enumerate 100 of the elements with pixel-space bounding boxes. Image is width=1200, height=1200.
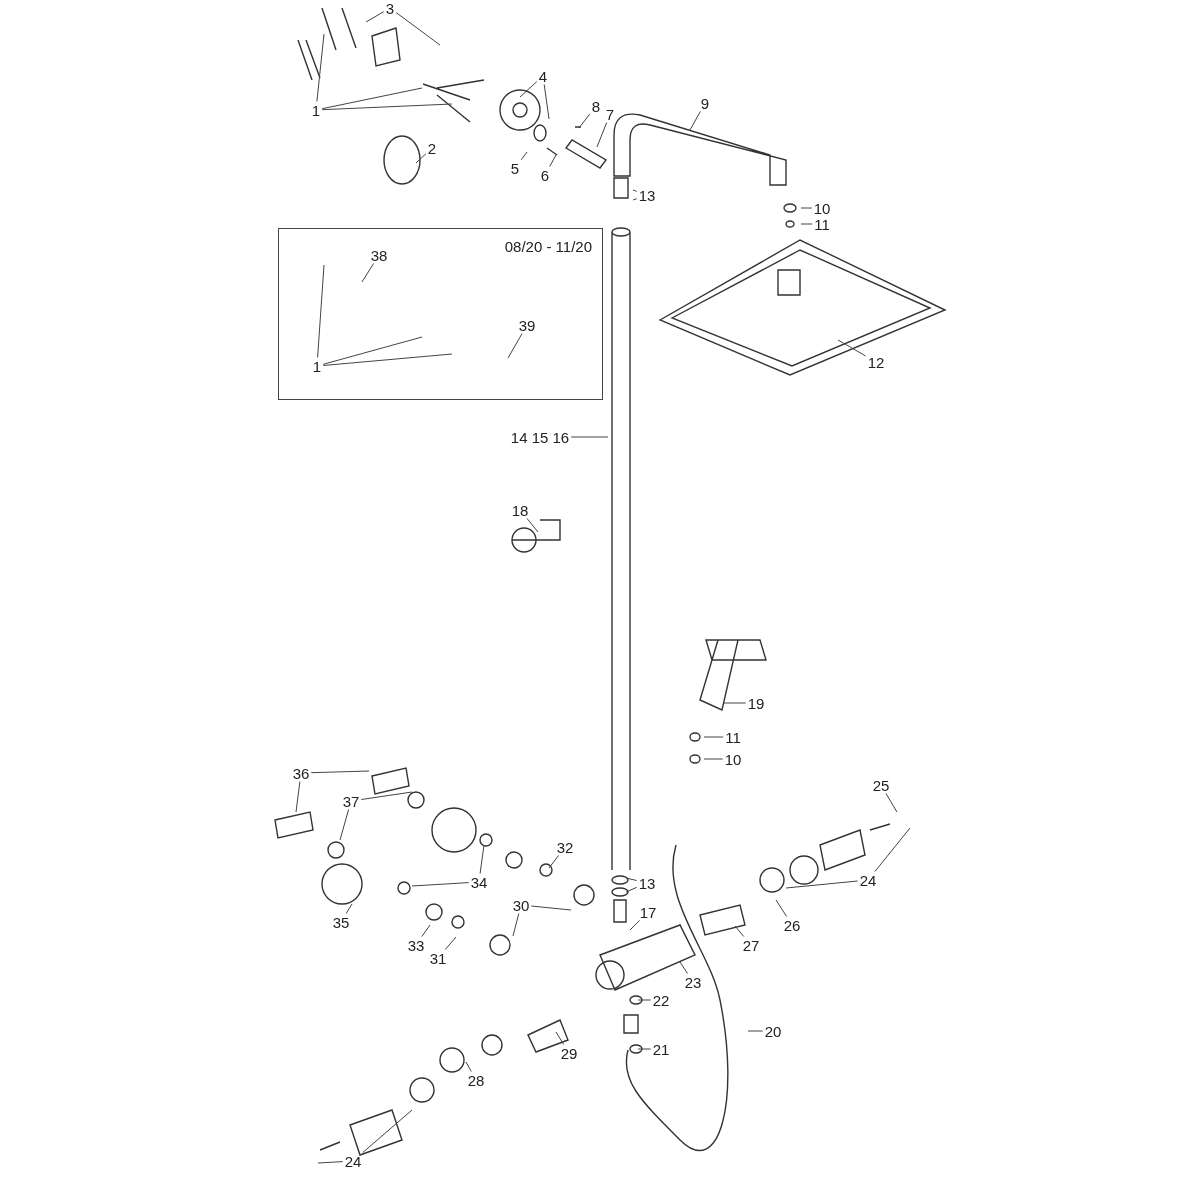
leader-line — [520, 151, 528, 161]
leader-line — [317, 1161, 344, 1164]
leader-line — [734, 925, 745, 937]
callout-number: 1 — [311, 358, 323, 374]
leader-line — [679, 961, 688, 974]
callout-number: 14 15 16 — [509, 429, 571, 445]
callout-number: 34 — [469, 874, 489, 890]
callout-number: 38 — [369, 247, 389, 263]
leader-line — [395, 12, 441, 46]
leader-line — [578, 113, 591, 129]
callout-number: 29 — [559, 1045, 579, 1061]
date-range-label: 08/20 - 11/20 — [504, 239, 592, 254]
leader-line — [512, 913, 520, 937]
callout-number: 33 — [406, 937, 426, 953]
leader-line — [316, 33, 325, 102]
callout-number: 4 — [537, 68, 549, 84]
callout-number: 7 — [604, 106, 616, 122]
callout-number: 26 — [782, 917, 802, 933]
callout-number: 24 — [343, 1153, 363, 1169]
callout-number: 13 — [637, 187, 657, 203]
callout-number: 2 — [426, 140, 438, 156]
leader-line — [874, 827, 911, 872]
leader-line — [365, 11, 385, 23]
leader-line — [415, 153, 427, 164]
leader-line — [785, 880, 859, 889]
callout-number: 1 — [310, 102, 322, 118]
leader-line — [703, 758, 724, 760]
leader-line — [465, 1061, 472, 1072]
callout-number: 10 — [723, 751, 743, 767]
callout-number: 19 — [746, 695, 766, 711]
callout-number: 37 — [341, 793, 361, 809]
leader-line — [479, 844, 485, 874]
leader-line — [362, 1109, 413, 1153]
leader-line — [632, 198, 638, 201]
leader-line — [322, 353, 453, 366]
callout-number: 6 — [539, 167, 551, 183]
leader-line — [421, 924, 431, 937]
leader-line — [570, 436, 609, 438]
leader-line — [310, 770, 370, 774]
leader-line — [361, 263, 375, 283]
callout-number: 18 — [510, 502, 530, 518]
leader-line — [800, 223, 813, 225]
leader-line — [885, 793, 898, 813]
leader-line — [632, 189, 638, 192]
leader-line — [703, 736, 724, 738]
callout-number: 13 — [637, 875, 657, 891]
callout-number: 36 — [291, 765, 311, 781]
leader-line — [519, 81, 538, 98]
callout-number: 20 — [763, 1023, 783, 1039]
callout-number: 32 — [555, 839, 575, 855]
callout-number: 25 — [871, 777, 891, 793]
callout-number: 3 — [384, 0, 396, 16]
leader-line — [637, 999, 652, 1001]
leader-line — [800, 207, 813, 209]
callout-number: 8 — [590, 98, 602, 114]
leader-line — [322, 336, 423, 365]
leader-line — [526, 518, 539, 533]
leader-line — [339, 809, 350, 841]
callout-number: 21 — [651, 1041, 671, 1057]
leader-line — [507, 333, 523, 359]
leader-line — [444, 936, 457, 950]
callout-number: 11 — [813, 216, 831, 232]
leader-line — [411, 882, 470, 887]
leader-line — [360, 791, 413, 800]
leader-line — [549, 154, 557, 167]
leader-line — [689, 111, 701, 131]
leader-line — [747, 1030, 764, 1032]
callout-number: 22 — [651, 992, 671, 1008]
leader-line — [837, 339, 867, 357]
leader-line — [321, 87, 423, 110]
callout-number: 11 — [724, 729, 742, 745]
leader-line — [629, 920, 640, 931]
leader-line — [555, 1031, 565, 1045]
leader-line — [530, 905, 572, 911]
callout-number: 12 — [866, 354, 886, 370]
leader-line — [321, 103, 453, 111]
leader-line — [625, 886, 638, 893]
leader-line — [317, 264, 325, 358]
callout-number: 9 — [699, 95, 711, 111]
callout-number: 5 — [509, 160, 521, 176]
callout-number: 17 — [638, 904, 658, 920]
callout-number: 35 — [331, 914, 351, 930]
leader-line — [543, 84, 550, 120]
leader-line — [723, 702, 747, 704]
callout-number: 39 — [517, 317, 537, 333]
revision-frame — [278, 228, 603, 400]
leader-line — [775, 899, 788, 917]
leader-line — [548, 855, 559, 869]
leader-line — [637, 1048, 652, 1050]
leader-line — [596, 122, 608, 148]
callout-number: 30 — [511, 897, 531, 913]
callout-number: 24 — [858, 872, 878, 888]
leader-line — [295, 781, 301, 813]
callout-number: 31 — [428, 950, 448, 966]
callout-number: 27 — [741, 937, 761, 953]
leader-line — [345, 903, 353, 914]
callout-number: 10 — [812, 200, 832, 216]
callout-number: 28 — [466, 1072, 486, 1088]
leader-line — [625, 877, 638, 881]
callout-number: 23 — [683, 974, 703, 990]
